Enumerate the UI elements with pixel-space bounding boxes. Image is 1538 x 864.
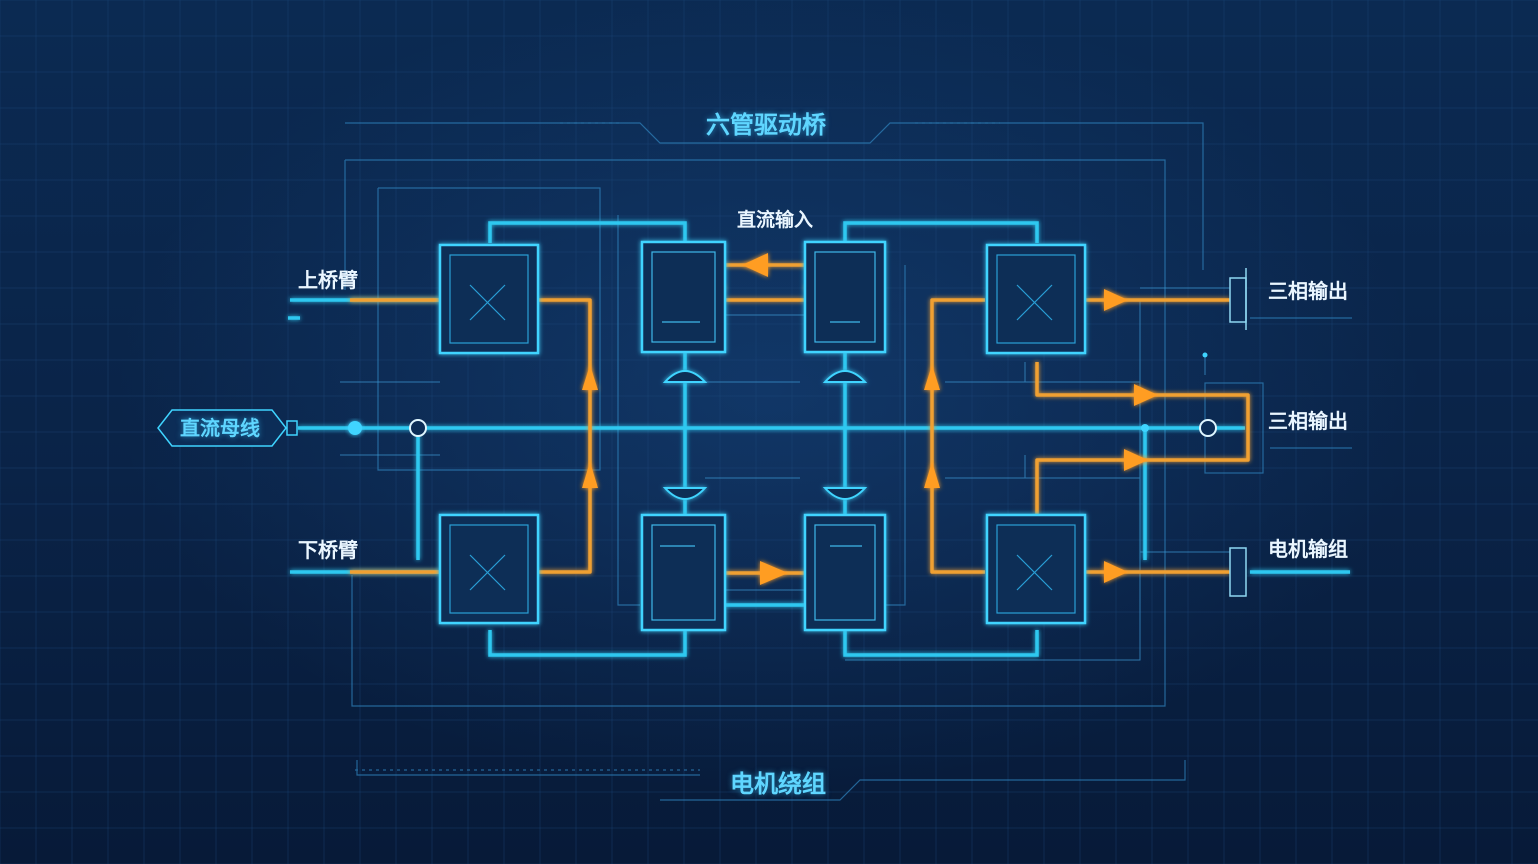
output-label-2: 三相输出 <box>1268 409 1348 433</box>
upper-arm-label: 上桥臂 <box>298 268 358 292</box>
igbt-switch-icon <box>438 243 1087 625</box>
output-label-1: 三相输出 <box>1268 279 1348 303</box>
dc-bus-label: 直流母线 <box>180 416 260 440</box>
diode-icon <box>662 370 868 500</box>
thin-wiring <box>340 287 1230 661</box>
flow-arrow-icon <box>582 253 1158 585</box>
outer-frame <box>344 122 1352 801</box>
output-label-3: 电机输组 <box>1268 537 1348 561</box>
lower-arm-label: 下桥臂 <box>298 538 358 562</box>
center-modules <box>640 240 887 632</box>
output-terminals <box>1229 268 1247 597</box>
junction-node-icon <box>286 352 1217 437</box>
diagram-title: 六管驱动桥 <box>706 111 826 139</box>
dc-input-label: 直流输入 <box>737 209 814 231</box>
dc-bus-badge <box>157 409 287 447</box>
switch-inner-frames <box>449 254 1076 614</box>
center-module-details <box>651 251 876 621</box>
bottom-title: 电机绕组 <box>730 770 826 798</box>
